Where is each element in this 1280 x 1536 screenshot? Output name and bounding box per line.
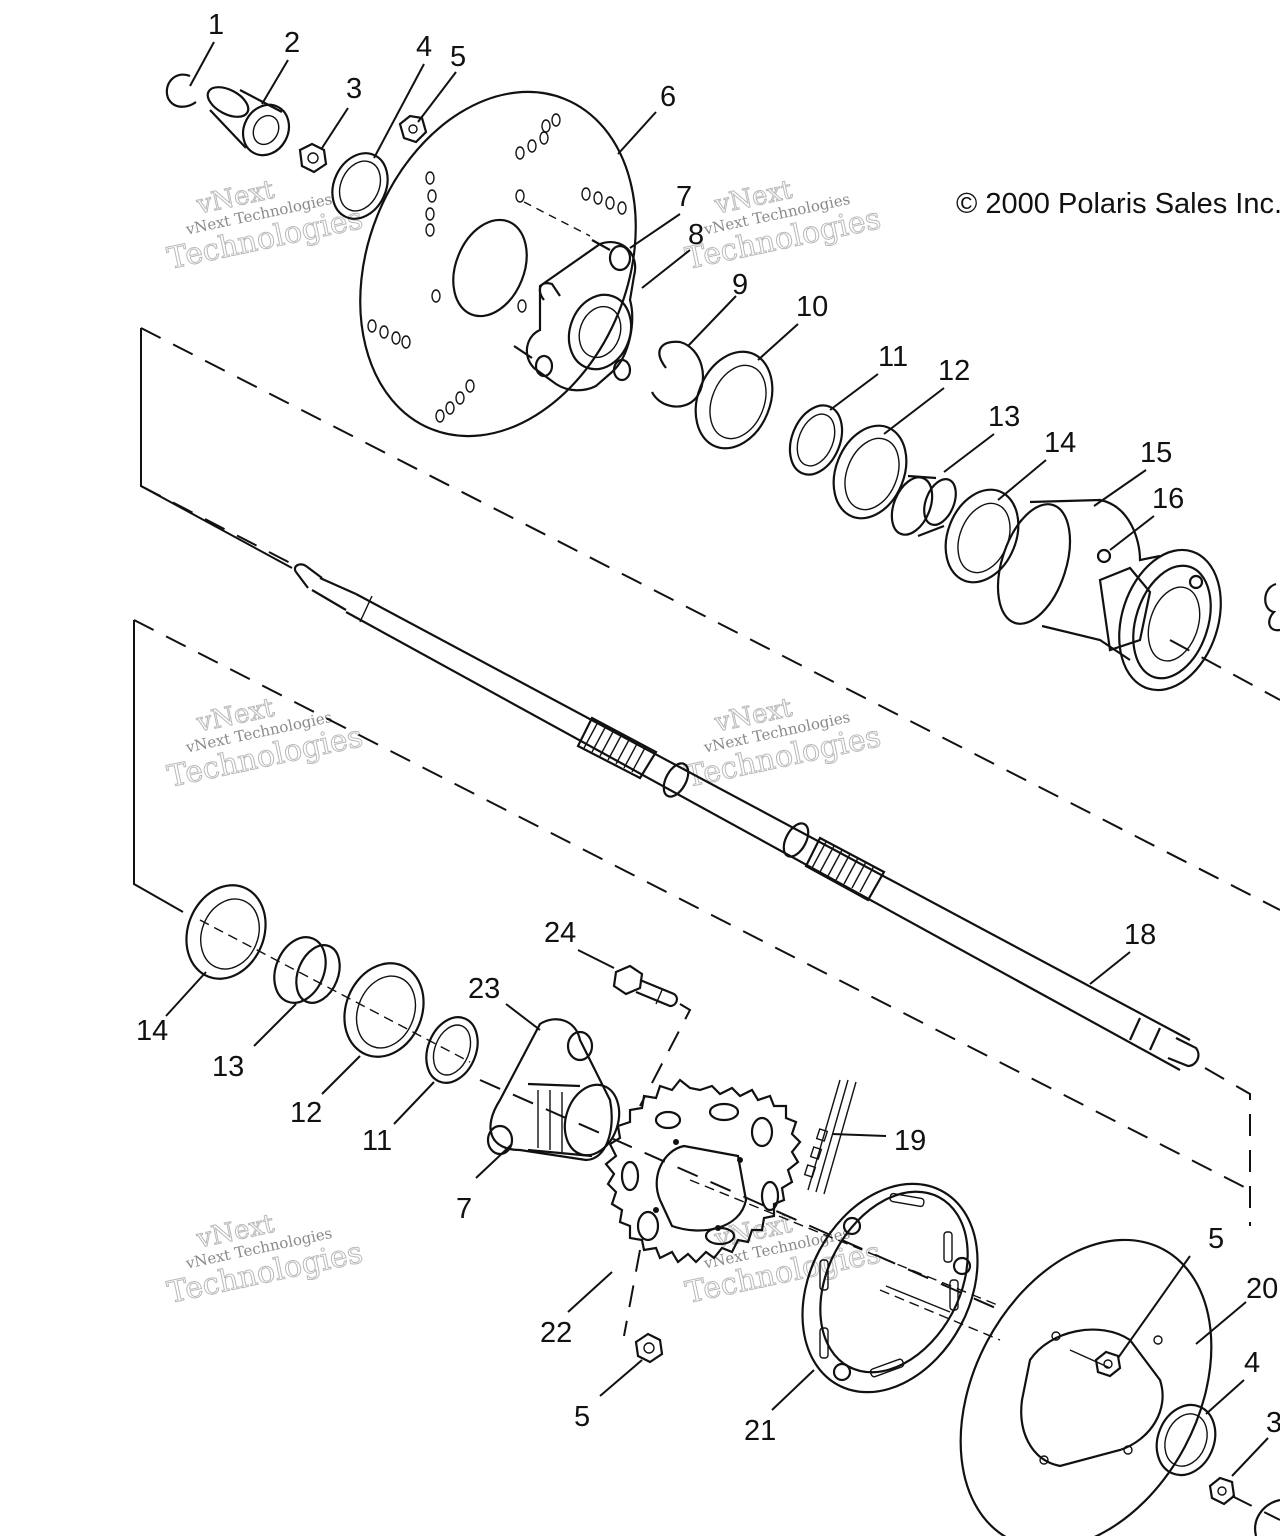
callout-8: 8: [688, 219, 704, 251]
callout-2: 2: [284, 27, 300, 59]
callout-21: 21: [744, 1415, 776, 1447]
callout-5: 5: [450, 41, 466, 73]
part-bearing-race-12b: [343, 962, 425, 1058]
part-bearing-cup-14: [944, 488, 1020, 584]
callout-12b: 12: [290, 1097, 322, 1129]
callout-16: 16: [1152, 483, 1184, 515]
part-bushing: [206, 86, 291, 157]
part-snap-ring-9: [651, 340, 705, 408]
part-washer-11: [788, 404, 844, 476]
callout-9: 9: [732, 269, 748, 301]
part-snap-ring: [165, 73, 197, 108]
part-axle: [293, 563, 1200, 1071]
part-washer-4b: [1155, 1403, 1217, 1477]
part-chain: [803, 1079, 857, 1195]
part-bearing-housing: [996, 498, 1280, 701]
callout-11b: 11: [362, 1125, 392, 1157]
callout-5c: 5: [1208, 1223, 1224, 1255]
callout-5b: 5: [574, 1401, 590, 1433]
callout-7: 7: [676, 181, 692, 213]
part-nut-3b: [1208, 1476, 1236, 1506]
part-sprocket: [604, 1078, 802, 1337]
callout-19: 19: [894, 1125, 926, 1157]
part-tapered-bearing-13: [890, 474, 957, 538]
callout-14b: 14: [136, 1015, 168, 1047]
part-washer-11b: [425, 1016, 479, 1084]
callout-18: 18: [1124, 919, 1156, 951]
callout-24: 24: [544, 917, 576, 949]
lower-alignment-frame: [133, 619, 1251, 1311]
callout-3: 3: [346, 73, 362, 105]
upper-alignment-frame: [140, 327, 1280, 911]
callout-1: 1: [208, 9, 224, 41]
callout-4: 4: [416, 31, 432, 63]
part-sprocket-hub: [486, 1018, 621, 1162]
callout-4b: 4: [1244, 1347, 1260, 1379]
part-brake-hub: [513, 239, 637, 392]
callout-13b: 13: [212, 1051, 244, 1083]
callout-6: 6: [660, 81, 676, 113]
part-nut-5b: [634, 1332, 664, 1364]
leader-lines: [165, 41, 1269, 1477]
part-nut-top: [298, 142, 328, 174]
copyright-notice: © 2000 Polaris Sales Inc.: [956, 188, 1280, 220]
part-bolt: [612, 964, 692, 1107]
callout-3b: 3: [1266, 1407, 1280, 1439]
callout-12: 12: [938, 355, 970, 387]
part-bearing-race-12: [832, 424, 908, 520]
part-seal-10: [694, 350, 774, 450]
center-lines: [199, 919, 1001, 1341]
callout-22: 22: [540, 1317, 572, 1349]
part-tapered-bearing-13b: [273, 936, 341, 1004]
callout-14: 14: [1044, 427, 1076, 459]
callout-11: 11: [878, 341, 908, 373]
watermark-group: vNext vNext Technologies Technologies vN…: [164, 174, 884, 1311]
part-bearing-cup-14b: [185, 884, 267, 980]
callout-15: 15: [1140, 437, 1172, 469]
part-brake-disc-lower: [959, 1238, 1213, 1536]
part-cap: [1231, 1495, 1280, 1536]
part-brake-ring: [801, 1182, 979, 1394]
callout-labels: 1 2 3 4 5 6 7 8 9 10 11 12 13 14 15 16 1…: [136, 9, 1280, 1447]
callout-10: 10: [796, 291, 828, 323]
callout-7b: 7: [456, 1193, 472, 1225]
part-brake-disc: [359, 90, 637, 438]
part-nut-5: [398, 114, 428, 144]
callout-20: 20: [1246, 1273, 1278, 1305]
callout-13: 13: [988, 401, 1020, 433]
callout-23: 23: [468, 973, 500, 1005]
